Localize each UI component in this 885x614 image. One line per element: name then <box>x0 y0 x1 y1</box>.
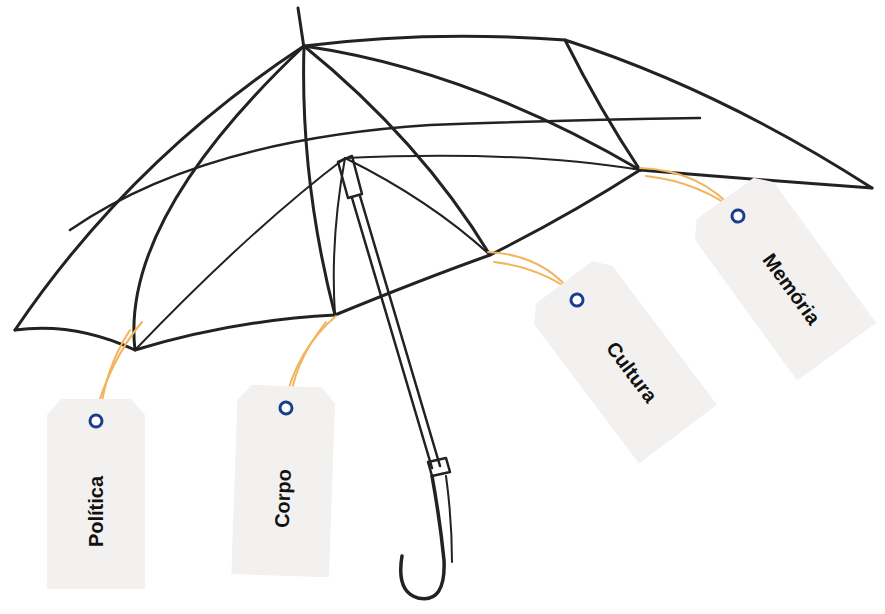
tag-outline <box>231 384 336 577</box>
tag-hole <box>90 415 102 427</box>
hanging-tag: Memória <box>685 169 876 380</box>
hanging-tag: Cultura <box>525 253 718 464</box>
tag-outline <box>685 169 876 380</box>
hanging-tag: Política <box>47 399 145 589</box>
tag-hole <box>730 208 747 225</box>
tag-outline <box>525 253 718 464</box>
hanging-tag: Corpo <box>231 384 336 577</box>
tag-hole <box>569 292 586 309</box>
tag-label: Corpo <box>270 468 295 528</box>
tag-hole <box>280 402 292 414</box>
tag-label: Política <box>85 475 108 546</box>
tag-outline <box>47 399 145 589</box>
